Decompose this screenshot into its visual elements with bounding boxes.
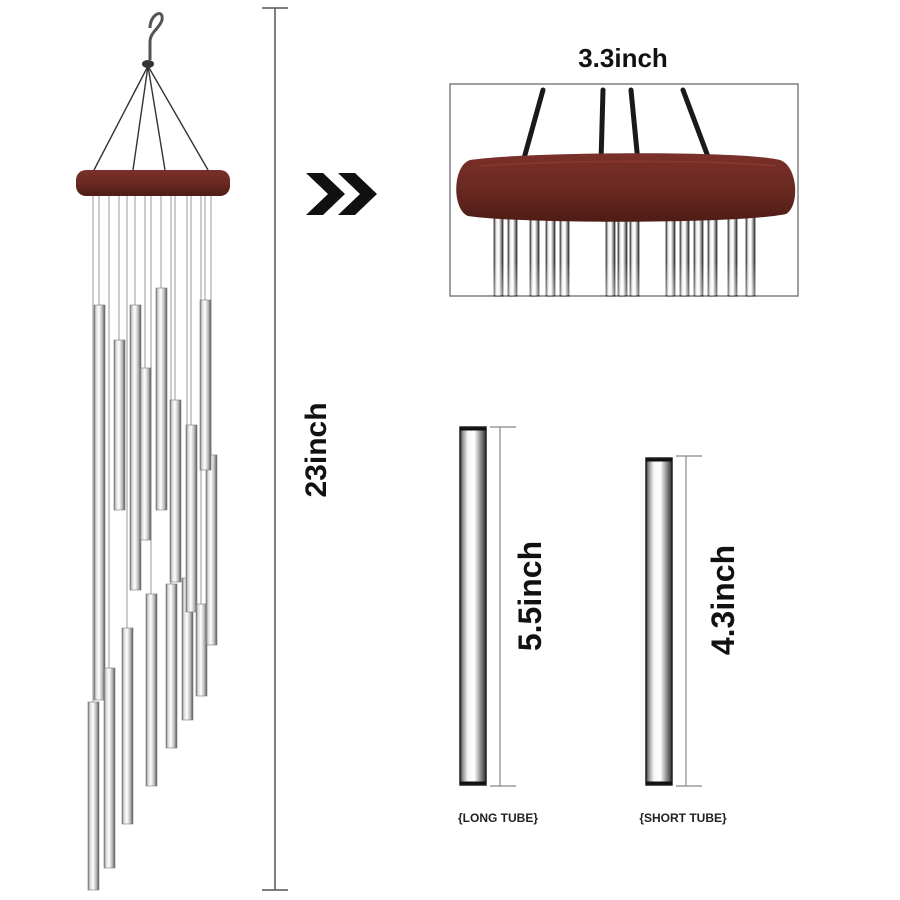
long-tube-label: {LONG TUBE} (458, 811, 538, 825)
chime-tube (139, 367, 152, 541)
long-tube (459, 426, 487, 786)
short-tube-length-label: 4.3inch (705, 545, 741, 655)
zoom-tubes (493, 211, 756, 297)
total-height-dimension: 23inch (262, 7, 333, 891)
long-tube-group: 5.5inch {LONG TUBE} (458, 426, 548, 825)
wood-top-disk (76, 170, 230, 196)
chime-tube (165, 583, 178, 749)
zoom-strings (520, 87, 713, 165)
full-chime (76, 12, 230, 891)
long-tube-length-label: 5.5inch (512, 541, 548, 651)
chime-tube (121, 627, 134, 825)
total-height-label: 23inch (300, 402, 333, 497)
chime-tube (145, 593, 158, 787)
top-width-label: 3.3inch (578, 43, 668, 73)
chime-tube (169, 399, 182, 583)
short-tube-label: {SHORT TUBE} (639, 811, 727, 825)
chime-tube (93, 304, 106, 701)
top-zoom-panel: 3.3inch (449, 43, 799, 297)
chime-tube (185, 424, 198, 613)
short-tube (645, 457, 673, 786)
chime-tube (103, 667, 116, 869)
chime-tube (205, 454, 218, 646)
chime-tube (199, 299, 212, 471)
short-tube-group: 4.3inch {SHORT TUBE} (639, 455, 741, 825)
chime-tubes (87, 287, 218, 891)
double-chevron-right-icon (306, 173, 377, 215)
chime-tube (155, 287, 168, 511)
chime-tube (129, 304, 142, 591)
chime-tube (87, 701, 100, 891)
chime-tube (195, 603, 208, 697)
zoom-wood-disk (456, 153, 796, 222)
hook-icon (142, 12, 164, 68)
chime-tube (113, 339, 126, 511)
hanging-strings (93, 65, 209, 171)
